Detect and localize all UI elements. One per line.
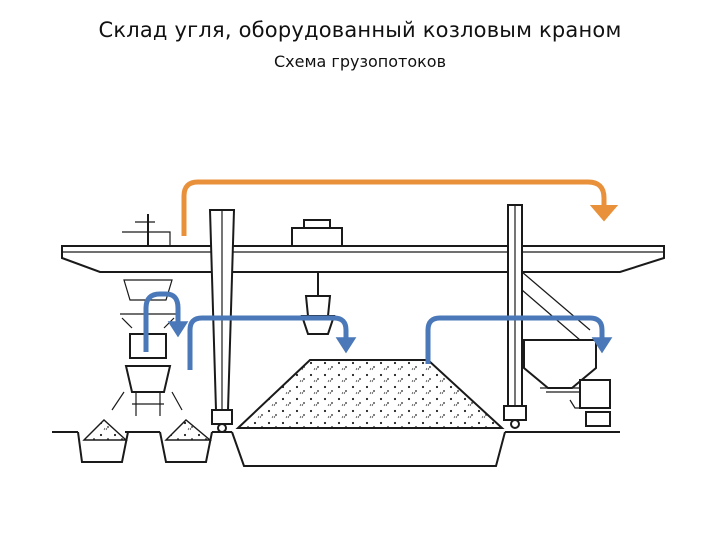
blue-flow-arrow-hopper bbox=[143, 291, 189, 352]
crane-beam bbox=[61, 219, 665, 273]
trench-right bbox=[159, 419, 213, 463]
coal-pile bbox=[231, 359, 506, 467]
blue-flow-arrow-to-pile bbox=[187, 315, 357, 370]
orange-flow-arrow bbox=[181, 179, 619, 236]
bunker-right bbox=[521, 271, 611, 427]
crane-right-leg bbox=[503, 204, 527, 429]
crane-left-leg bbox=[208, 209, 236, 433]
diagram-title: Склад угля, оборудованный козловым крано… bbox=[98, 18, 622, 42]
diagram-subtitle: Схема грузопотоков bbox=[273, 52, 446, 71]
trench-left bbox=[77, 419, 129, 463]
grab-bucket bbox=[300, 272, 336, 335]
blue-flow-arrow-to-bunker bbox=[425, 315, 613, 364]
